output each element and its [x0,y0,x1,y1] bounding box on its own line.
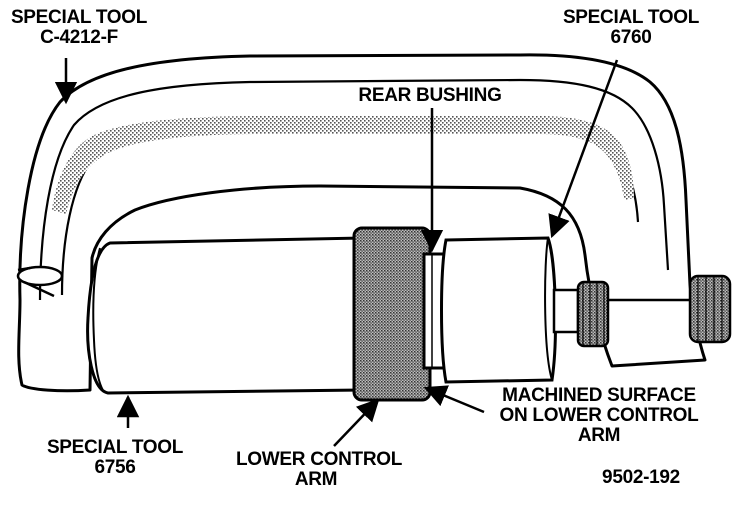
label-special-tool-6760: SPECIAL TOOL 6760 [562,7,700,48]
label-machined-surface: MACHINED SURFACE ON LOWER CONTROL ARM [499,385,699,446]
label-special-tool-c4212f: SPECIAL TOOL C-4212-F [10,7,148,48]
label-special-tool-6756: SPECIAL TOOL 6756 [46,437,184,478]
label-rear-bushing: REAR BUSHING [358,85,502,106]
handle-pin [16,265,64,298]
frame-shading [52,116,634,214]
label-lower-control-arm: LOWER CONTROL ARM [236,449,403,490]
lower-control-arm-block [352,226,432,402]
leader-machined-surface [423,385,485,414]
screw-shaft [552,274,732,348]
leader-tool-6760 [548,59,619,239]
leader-arrows [54,58,619,447]
figure-number: 9502-192 [602,467,680,488]
installer-cylinder [86,236,364,395]
receiver-cup [440,236,557,384]
leader-control-arm [333,398,380,447]
c-clamp-frame [17,53,707,393]
